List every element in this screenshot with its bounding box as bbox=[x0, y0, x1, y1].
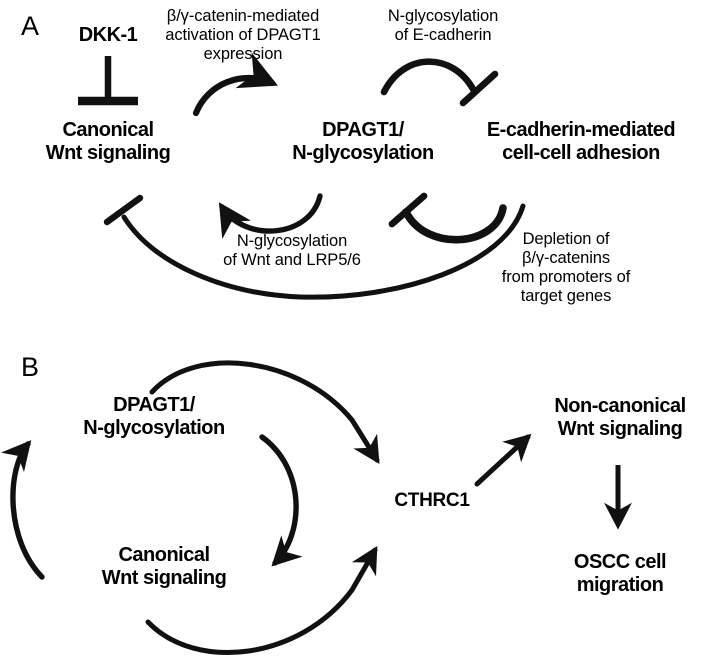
panel-letter-a: A bbox=[20, 11, 39, 41]
node-oscc-cell-migration: OSCC cell migration bbox=[573, 551, 667, 597]
node-dpagt1-n-glycosylation: DPAGT1/ N-glycosylation bbox=[292, 119, 434, 165]
connector-ecad-inhibits-canonical-wnt bbox=[103, 194, 526, 300]
annotation-n-glycosylation-of-wnt-lrp: N-glycosylation of Wnt and LRP5/6 bbox=[223, 232, 361, 270]
connector-ecad-inhibits-dpagt1 bbox=[388, 192, 507, 244]
node-canonical-wnt-signaling-b: Canonical Wnt signaling bbox=[101, 544, 227, 590]
node-canonical-wnt-signaling: Canonical Wnt signaling bbox=[45, 119, 171, 165]
node-non-canonical-wnt-signaling: Non-canonical Wnt signaling bbox=[554, 395, 686, 441]
connector-dkk1-inhibits-canonical-wnt bbox=[78, 56, 138, 106]
connector-canonical-wnt-b-activates-dpagt1-b bbox=[1, 440, 45, 580]
connector-canonical-wnt-b-activates-cthrc1 bbox=[145, 545, 378, 656]
panel-letter-b: B bbox=[20, 352, 39, 382]
connector-dpagt1-b-activates-canonical-wnt-b bbox=[259, 434, 303, 567]
annotation-n-glycosylation-of-e-cadherin: N-glycosylation of E-cadherin bbox=[387, 7, 499, 45]
connector-dpagt1-inhibits-ecad bbox=[380, 58, 499, 107]
connector-dpagt1-b-activates-cthrc1 bbox=[149, 360, 380, 464]
node-dpagt1-n-glycosylation-b: DPAGT1/ N-glycosylation bbox=[83, 394, 225, 440]
connector-cthrc1-activates-noncanonical-wnt bbox=[474, 433, 532, 487]
node-cthrc1: CTHRC1 bbox=[394, 490, 470, 511]
connector-canonical-wnt-activates-dpagt1 bbox=[192, 52, 278, 117]
connector-dpagt1-activates-canonical-wnt bbox=[218, 193, 323, 239]
node-dkk1: DKK-1 bbox=[78, 24, 138, 46]
node-e-cadherin-mediated-adhesion: E-cadherin-mediated cell-cell adhesion bbox=[486, 119, 676, 165]
annotation-depletion-of-catenins: Depletion of β/γ-catenins from promoters… bbox=[501, 230, 631, 306]
annotation-catenin-mediated-activation: β/γ-catenin-mediated activation of DPAGT… bbox=[165, 7, 321, 64]
